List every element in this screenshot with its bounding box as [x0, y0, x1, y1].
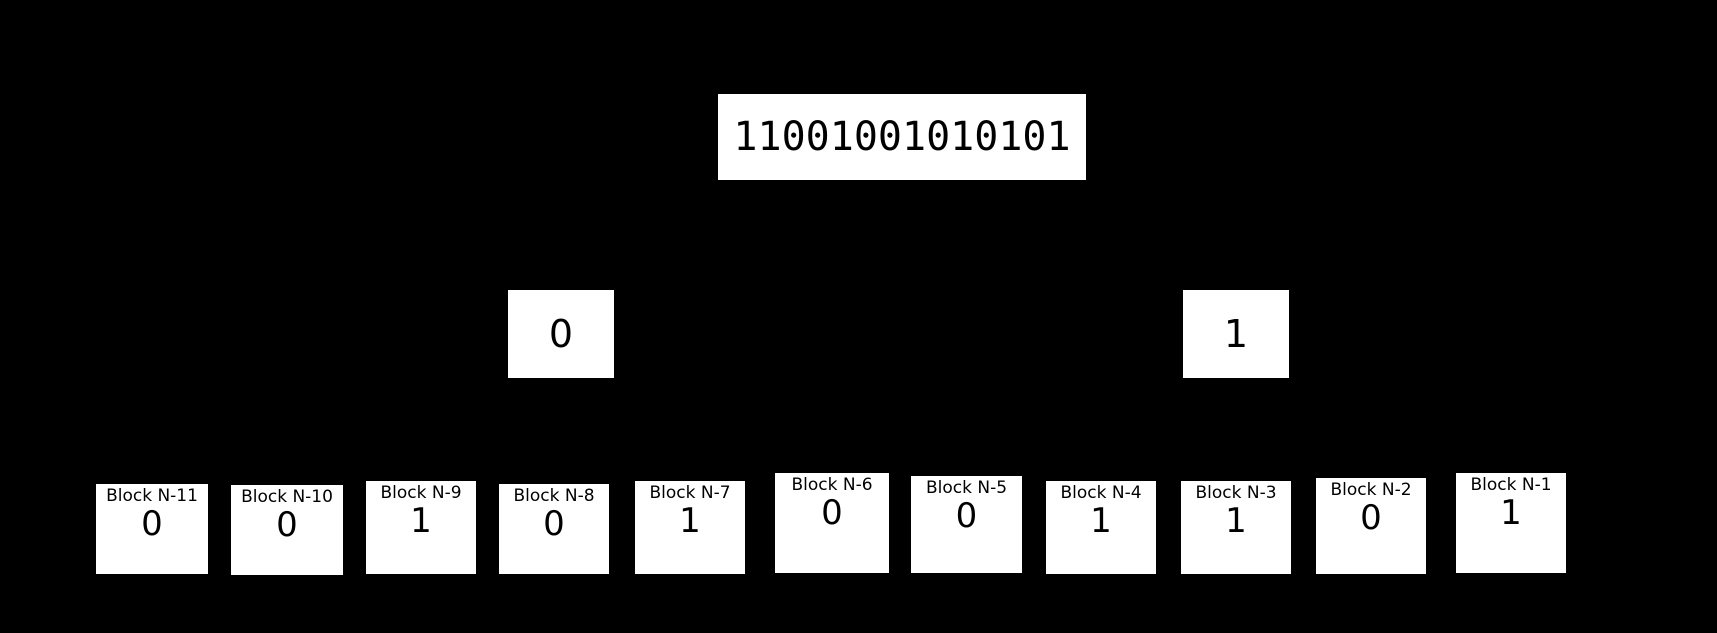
leaf-block-value: 1 [679, 500, 701, 541]
leaf-block-label: Block N-3 [1195, 483, 1277, 503]
leaf-block-value: 0 [141, 503, 163, 544]
mid-node-0[interactable]: 0 [508, 290, 614, 378]
leaf-block-label: Block N-2 [1330, 480, 1412, 500]
leaf-block-label: Block N-10 [241, 487, 333, 507]
leaf-block-value: 1 [1500, 492, 1522, 533]
mid-node-label: 1 [1223, 312, 1249, 356]
root-node[interactable]: 11001001010101 [718, 94, 1086, 180]
leaf-block-label: Block N-4 [1060, 483, 1142, 503]
leaf-block-value: 0 [1360, 497, 1382, 538]
leaf-block-value: 1 [1090, 500, 1112, 541]
leaf-block-value: 0 [276, 504, 298, 545]
leaf-block-label: Block N-11 [106, 486, 198, 506]
leaf-block-value: 1 [410, 500, 432, 541]
leaf-block-value: 0 [955, 495, 978, 536]
root-node-label: 11001001010101 [733, 114, 1071, 160]
leaf-block-label: Block N-5 [925, 478, 1008, 498]
leaf-block-label: Block N-8 [513, 486, 595, 506]
leaf-block-label: Block N-6 [791, 475, 873, 495]
leaf-block-value: 0 [543, 503, 565, 544]
mid-node-label: 0 [548, 312, 574, 356]
leaf-block-value: 1 [1225, 500, 1247, 541]
leaf-block-label: Block N-9 [380, 483, 462, 503]
leaf-block-value: 0 [821, 492, 843, 533]
mid-node-1[interactable]: 1 [1183, 290, 1289, 378]
leaf-block-label: Block N-1 [1470, 475, 1552, 495]
leaf-block-label: Block N-7 [649, 483, 731, 503]
